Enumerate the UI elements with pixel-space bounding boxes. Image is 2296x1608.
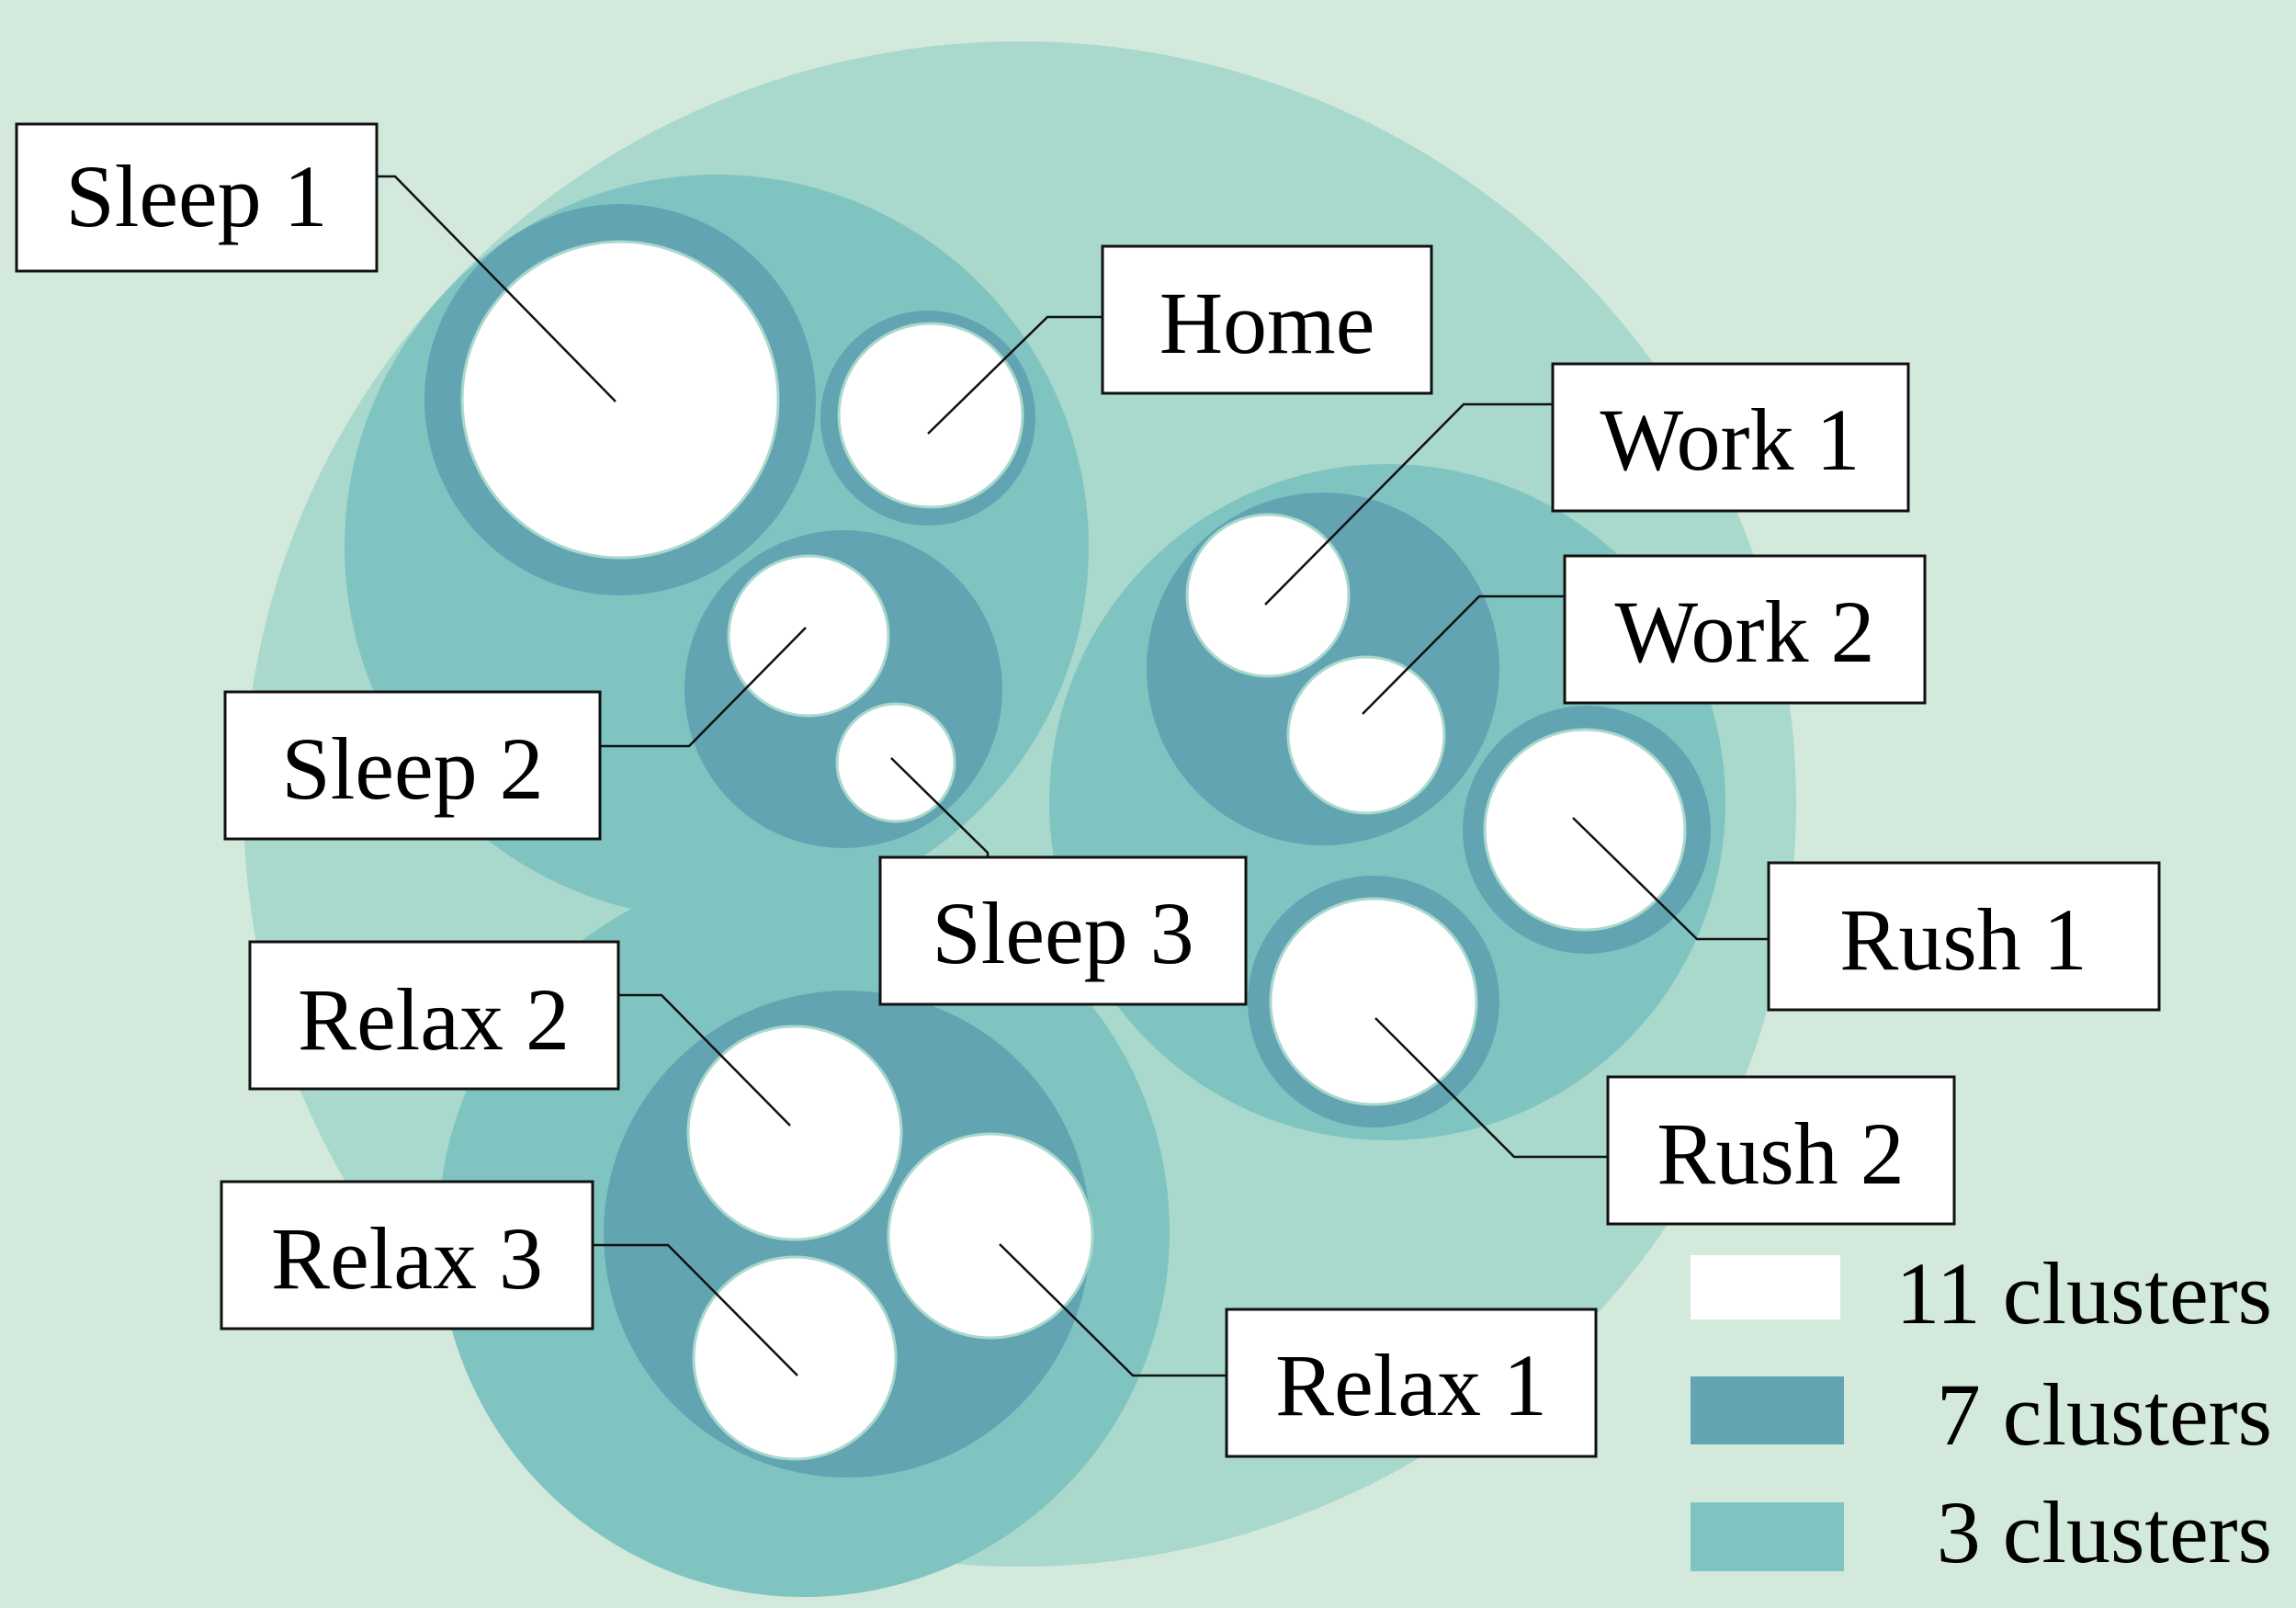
label-rush1: Rush 1	[1767, 861, 2161, 1012]
label-sleep3-text: Sleep 3	[932, 884, 1193, 982]
cluster11-home	[837, 322, 1024, 509]
legend-label-11-clusters: 11 clusters	[1895, 1244, 2272, 1342]
label-work2-text: Work 2	[1615, 583, 1875, 681]
label-relax1-text: Relax 1	[1275, 1336, 1547, 1434]
leader-sleep2	[600, 627, 807, 748]
cluster11-sleep1	[460, 240, 780, 560]
legend-label-3-clusters: 3 clusters	[1937, 1483, 2272, 1581]
label-rush1-text: Rush 1	[1839, 890, 2087, 989]
cluster11-relax1	[887, 1132, 1094, 1340]
label-sleep3: Sleep 3	[878, 855, 1248, 1006]
label-relax3: Relax 3	[220, 1180, 594, 1331]
label-relax1: Relax 1	[1225, 1308, 1598, 1458]
legend-item-3-clusters: 3 clusters	[1691, 1483, 2272, 1581]
label-boxes: Sleep 1 Home Work 1 Work 2 Sleep 2 Sleep…	[15, 122, 2161, 1458]
leader-sleep1	[377, 175, 616, 402]
leader-relax3	[593, 1243, 798, 1376]
label-home-text: Home	[1159, 274, 1375, 372]
leader-rush2	[1374, 1017, 1608, 1159]
label-rush2-text: Rush 2	[1657, 1104, 1904, 1203]
label-work2: Work 2	[1563, 554, 1927, 705]
leader-rush1	[1572, 817, 1769, 941]
label-sleep2: Sleep 2	[223, 690, 602, 841]
cluster11-work2	[1286, 655, 1446, 815]
leader-sleep3	[890, 757, 990, 857]
leader-work1	[1264, 402, 1553, 606]
label-relax2: Relax 2	[248, 940, 620, 1091]
legend-item-11-clusters: 11 clusters	[1691, 1244, 2272, 1342]
label-work1: Work 1	[1551, 362, 1910, 513]
label-work1-text: Work 1	[1600, 391, 1861, 489]
cluster11-work1	[1185, 513, 1351, 678]
cluster11-sleep2	[727, 554, 890, 718]
label-sleep2-text: Sleep 2	[281, 719, 543, 818]
leader-lines	[377, 175, 1769, 1377]
legend-swatch-dark-teal	[1691, 1376, 1844, 1444]
cluster11-relax3	[692, 1255, 898, 1461]
cluster11-relax2	[686, 1025, 903, 1241]
label-sleep1: Sleep 1	[15, 122, 379, 273]
leader-relax1	[999, 1243, 1227, 1377]
legend-label-7-clusters: 7 clusters	[1937, 1365, 2272, 1464]
legend-item-7-clusters: 7 clusters	[1691, 1365, 2272, 1464]
leader-home	[927, 315, 1103, 435]
label-relax2-text: Relax 2	[298, 970, 570, 1069]
label-rush2: Rush 2	[1606, 1075, 1956, 1226]
label-home: Home	[1101, 244, 1433, 395]
legend: 11 clusters 7 clusters 3 clusters	[1691, 1244, 2272, 1581]
leader-work2	[1362, 595, 1565, 715]
label-relax3-text: Relax 3	[271, 1209, 543, 1308]
legend-swatch-light-teal	[1691, 1502, 1844, 1571]
cluster11-rush2	[1269, 897, 1478, 1106]
leader-relax2	[618, 993, 791, 1127]
legend-swatch-white	[1691, 1255, 1840, 1319]
label-sleep1-text: Sleep 1	[65, 147, 327, 245]
